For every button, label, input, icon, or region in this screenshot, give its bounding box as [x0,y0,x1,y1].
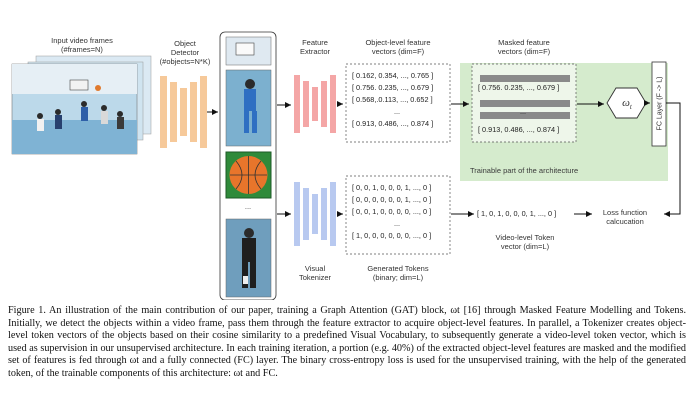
feature-vectors-box [345,63,451,143]
detected-objects-column [219,31,277,300]
masked-vector-dots: ... [520,107,527,116]
object-detector [160,76,207,148]
column-dots: ... [244,202,252,211]
input-video-frames [11,55,152,155]
figure-caption: Figure 1. An illustration of the main co… [8,305,686,379]
token-vector-list: [ 0, 0, 1, 0, 0, 0, 1, ..., 0 ] [ 0, 0, … [352,183,432,240]
masked-vector-row: [ 0.913, 0.486, ..., 0.874 ] [478,125,560,134]
fc-layer-box [651,61,667,147]
video-token-vector: [ 1, 0, 1, 0, 0, 0, 1, ..., 0 ] [477,209,557,218]
fc-layer-label: FC Layer (F -> L) [656,76,664,131]
masked-feature-bar [480,75,570,82]
trainable-label: Trainable part of the architecture [470,166,579,175]
video-token-label: Video-level Token vector (dim=L) [495,233,555,251]
masked-feature-bar [480,100,570,107]
input-frames-label: Input video frames(#frames=N) [51,36,113,54]
omega-label: ωt [622,97,632,112]
loss-label: Loss function calcucation [602,208,648,226]
masked-vectors-label: Masked feature vectors (dim=F) [497,38,551,56]
object-vectors-label: Object-level feature vectors (dim=F) [365,38,431,56]
feature-vector-list: [ 0.162, 0.354, ..., 0.765 ] [ 0.756. 0.… [352,71,434,128]
tokenizer-label: Visual Tokenizer [298,264,332,282]
masked-vector-row: [ 0.756. 0.235, ..., 0.679 ] [478,83,560,92]
visual-tokenizer [294,182,336,246]
token-vectors-box [345,175,451,255]
feature-extractor [294,75,336,133]
generated-tokens-label: Generated Tokens (binary; dim=L) [367,264,429,282]
masked-feature-bar [480,112,570,119]
extractor-label: Feature Extractor [299,38,330,56]
detector-label: Object Detector(#objects=N*K) [159,39,211,66]
